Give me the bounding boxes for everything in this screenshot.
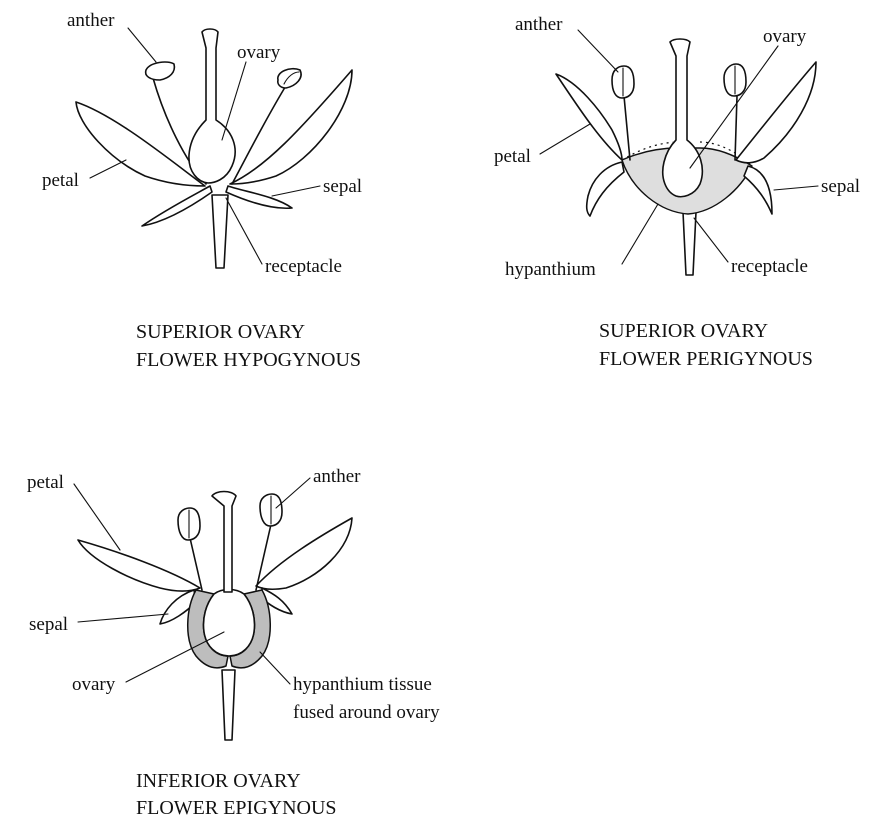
right-petal-shape xyxy=(735,61,817,164)
leader-sepal xyxy=(77,613,169,623)
leader-ovary xyxy=(125,631,225,683)
style-shape xyxy=(211,490,237,593)
right-filament xyxy=(734,95,738,161)
label-ovary: ovary xyxy=(237,42,281,63)
label-ovary: ovary xyxy=(72,674,116,695)
label-anther: anther xyxy=(313,466,361,487)
stem xyxy=(682,211,697,276)
cup-rim-dotted xyxy=(621,141,753,167)
sepal-shape xyxy=(743,165,773,215)
caption-line-1: SUPERIOR OVARY xyxy=(136,321,305,343)
leader-petal xyxy=(73,483,121,551)
panel-epigynous: petal anther sepal ovary hypanthium tiss… xyxy=(27,466,440,819)
label-hypanthium-line-1: hypanthium tissue xyxy=(293,674,432,695)
label-sepal: sepal xyxy=(29,614,68,635)
label-sepal: sepal xyxy=(821,176,860,197)
petal-shape xyxy=(77,539,201,592)
leader-hypanthium xyxy=(259,651,291,685)
right-filament xyxy=(255,519,273,591)
leader-anther xyxy=(275,477,311,509)
label-petal: petal xyxy=(42,170,79,191)
caption-line-1: SUPERIOR OVARY xyxy=(599,320,768,342)
leader-ovary xyxy=(221,61,247,141)
petal-shape xyxy=(75,101,206,187)
left-sepal-shape xyxy=(585,161,625,217)
label-anther: anther xyxy=(515,14,563,35)
left-filament xyxy=(623,95,631,161)
panel-hypogynous: anther ovary petal sepal receptacle SUPE… xyxy=(42,10,362,371)
leader-sepal xyxy=(773,185,819,191)
leader-petal xyxy=(89,159,127,179)
leader-receptacle xyxy=(225,197,263,265)
stem xyxy=(221,669,236,741)
caption-line-2: FLOWER EPIGYNOUS xyxy=(136,797,337,819)
label-hypanthium: hypanthium xyxy=(505,259,596,280)
sepal-shape xyxy=(225,185,293,210)
ovary-shape xyxy=(188,28,236,184)
petal-shape xyxy=(555,73,623,161)
label-petal: petal xyxy=(27,472,64,493)
label-anther: anther xyxy=(67,10,115,31)
label-petal: petal xyxy=(494,146,531,167)
leader-petal xyxy=(539,123,591,155)
leader-hypanthium xyxy=(621,203,659,265)
label-receptacle: receptacle xyxy=(731,256,808,277)
stem xyxy=(211,194,229,269)
ovary-shape xyxy=(202,588,256,657)
caption-line-2: FLOWER HYPOGYNOUS xyxy=(136,349,361,371)
left-anther xyxy=(144,61,176,81)
label-sepal: sepal xyxy=(323,176,362,197)
leader-receptacle xyxy=(693,217,729,263)
right-filament xyxy=(231,83,288,185)
label-ovary: ovary xyxy=(763,26,807,47)
label-receptacle: receptacle xyxy=(265,256,342,277)
caption-line-2: FLOWER PERIGYNOUS xyxy=(599,348,813,370)
caption-line-1: INFERIOR OVARY xyxy=(136,770,301,792)
leader-ovary xyxy=(689,45,779,169)
label-hypanthium-line-2: fused around ovary xyxy=(293,702,440,723)
right-anther xyxy=(277,67,302,89)
right-anther-groove xyxy=(283,71,300,85)
left-filament xyxy=(189,537,203,591)
leader-anther xyxy=(577,29,619,73)
right-petal-shape xyxy=(255,517,353,591)
right-petal-shape xyxy=(229,69,353,185)
leader-sepal xyxy=(271,185,321,197)
leader-anther xyxy=(127,27,157,63)
panel-perigynous: anther ovary petal sepal hypanthium rece… xyxy=(494,14,860,370)
ovary-shape xyxy=(661,38,704,198)
left-sepal-shape xyxy=(141,185,213,227)
